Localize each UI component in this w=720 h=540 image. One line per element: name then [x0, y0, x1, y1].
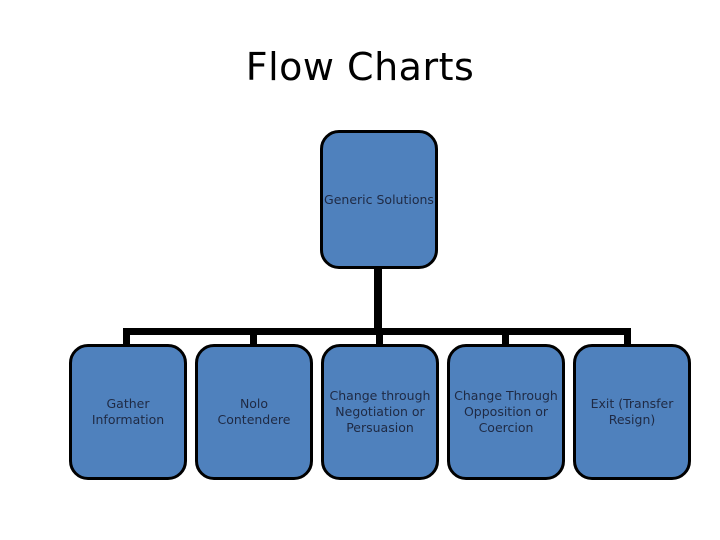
node-child-0-line2: Information — [91, 412, 165, 427]
node-child-1-label: Nolo Contendere — [218, 396, 291, 428]
node-child-4-label: Exit (Transfer Resign) — [591, 396, 674, 428]
page-title: Flow Charts — [245, 45, 475, 89]
node-child-2-line1: Change through — [329, 388, 431, 403]
node-gather-information[interactable]: Gather Information — [69, 344, 187, 480]
node-child-1-line2: Contendere — [217, 412, 291, 427]
node-child-2-label: Change through Negotiation or Persuasion — [330, 388, 431, 436]
node-change-through-negotiation[interactable]: Change through Negotiation or Persuasion — [321, 344, 439, 480]
connector-stub-child-0 — [123, 328, 130, 346]
connector-trunk-vertical — [374, 266, 382, 333]
connector-stub-child-1 — [250, 328, 257, 346]
node-change-through-opposition[interactable]: Change Through Opposition or Coercion — [447, 344, 565, 480]
node-child-0-label: Gather Information — [92, 396, 164, 428]
node-child-4-line2: Resign) — [608, 412, 656, 427]
node-child-2-line2: Negotiation or — [335, 404, 425, 419]
node-generic-solutions[interactable]: Generic Solutions — [320, 130, 438, 269]
node-child-4-line1: Exit (Transfer — [590, 396, 674, 411]
node-child-1-line1: Nolo — [239, 396, 269, 411]
node-root-label: Generic Solutions — [324, 191, 434, 207]
connector-stub-child-3 — [502, 328, 509, 346]
node-child-3-line1: Change Through — [454, 388, 558, 403]
node-child-2-line3: Persuasion — [346, 420, 414, 435]
node-child-3-line2: Opposition or — [463, 404, 549, 419]
node-child-3-label: Change Through Opposition or Coercion — [454, 388, 558, 436]
node-exit-transfer-resign[interactable]: Exit (Transfer Resign) — [573, 344, 691, 480]
node-nolo-contendere[interactable]: Nolo Contendere — [195, 344, 313, 480]
connector-stub-child-2 — [376, 328, 383, 346]
node-child-3-line3: Coercion — [478, 420, 534, 435]
node-child-0-line1: Gather — [106, 396, 150, 411]
connector-stub-child-4 — [624, 328, 631, 346]
